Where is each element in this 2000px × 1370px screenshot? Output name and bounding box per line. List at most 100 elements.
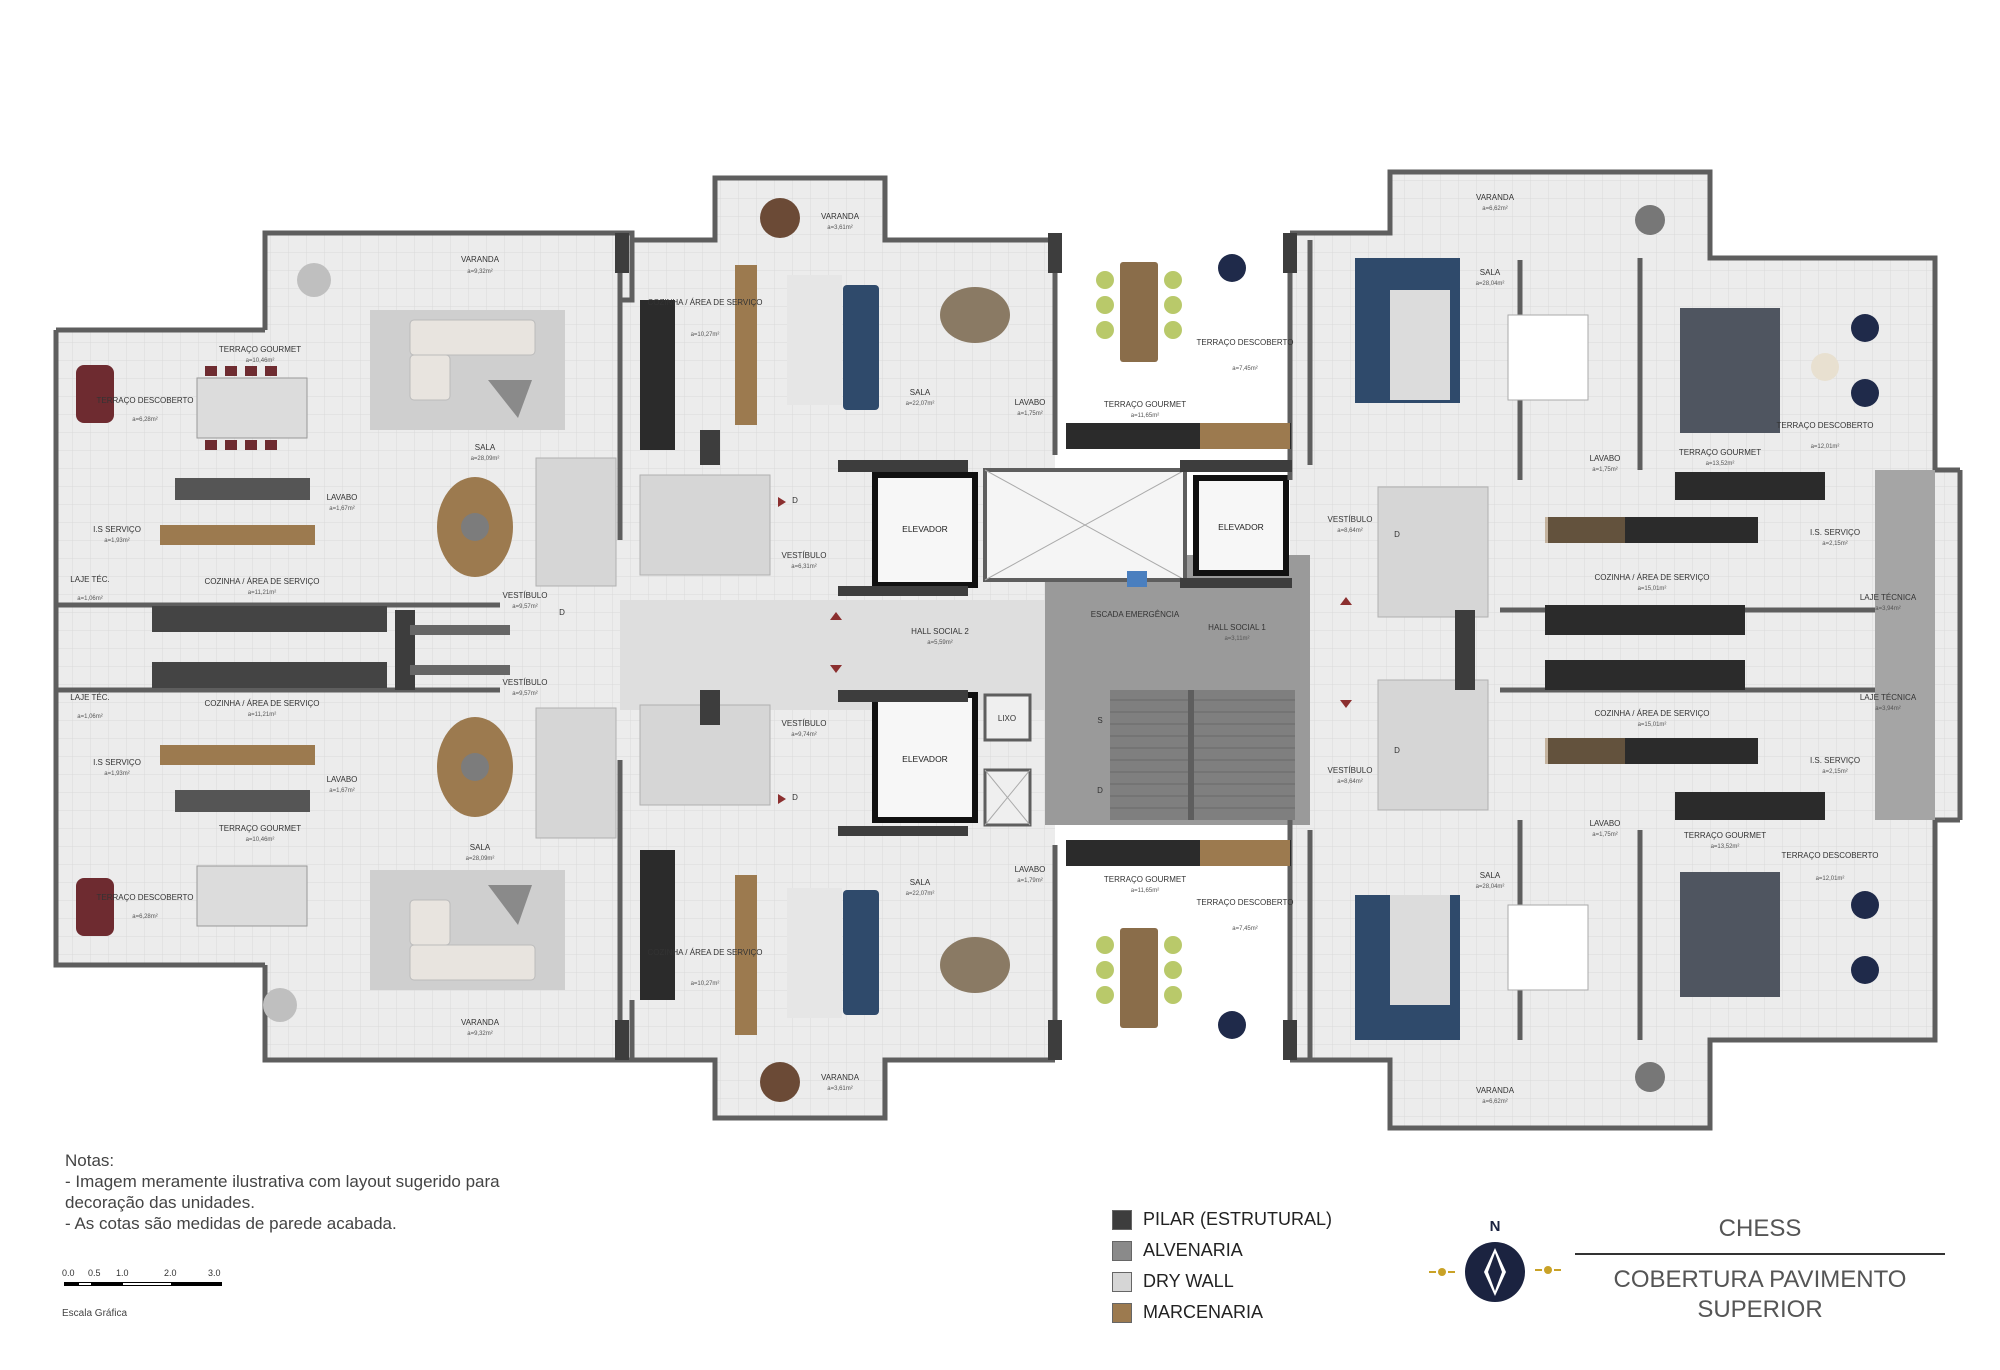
area-is-servico-a: a=1,93m² bbox=[104, 538, 130, 544]
area-cozinha-c2: a=15,01m² bbox=[1638, 722, 1667, 728]
scale-tick-3: 2.0 bbox=[164, 1268, 177, 1278]
label-varanda-b: VARANDA bbox=[821, 212, 860, 221]
label-sala-c2: SALA bbox=[1480, 871, 1501, 880]
legend-label-pilar: PILAR (ESTRUTURAL) bbox=[1143, 1209, 1333, 1229]
legend-item-drywall: DRY WALL bbox=[1112, 1266, 1332, 1297]
label-lavabo-c2: LAVABO bbox=[1590, 819, 1621, 828]
label-vestibulo-a: VESTÍBULO bbox=[503, 591, 548, 600]
door-arrows bbox=[778, 497, 1352, 804]
label-terraco-descoberto-a: TERRAÇO DESCOBERTO bbox=[96, 396, 193, 405]
project-name: CHESS bbox=[1718, 1215, 1802, 1242]
legend-swatch-alvenaria bbox=[1112, 1240, 1132, 1261]
label-escada: ESCADA EMERGÊNCIA bbox=[1091, 610, 1180, 619]
label-elevador-2: ELEVADOR bbox=[1218, 522, 1264, 532]
area-vestibulo-b2: a=9,74m² bbox=[791, 732, 817, 738]
label-varanda-a: VARANDA bbox=[461, 255, 500, 264]
sun-icon bbox=[1429, 1266, 1561, 1276]
label-terraco-gourmet-a: TERRAÇO GOURMET bbox=[219, 345, 301, 354]
label-hall-social-1: HALL SOCIAL 1 bbox=[1208, 623, 1266, 632]
area-varanda-a2: a=9,32m² bbox=[467, 1031, 493, 1037]
area-terraco-descoberto-a2: a=6,28m² bbox=[132, 914, 158, 920]
area-hall-social-1: a=3,11m² bbox=[1224, 636, 1249, 642]
scale-label: Escala Gráfica bbox=[62, 1308, 128, 1319]
area-vestibulo-a2: a=9,57m² bbox=[512, 691, 538, 697]
label-cozinha-b2: COZINHA / ÁREA DE SERVIÇO bbox=[648, 948, 763, 957]
label-terraco-gourmet-c2: TERRAÇO GOURMET bbox=[1684, 831, 1766, 840]
legend: PILAR (ESTRUTURAL) ALVENARIA DRY WALL MA… bbox=[1112, 1204, 1332, 1328]
scale-seg-2 bbox=[78, 1282, 92, 1286]
label-cozinha-c: COZINHA / ÁREA DE SERVIÇO bbox=[1595, 573, 1710, 582]
label-sala-b: SALA bbox=[910, 388, 931, 397]
area-sala-a: a=28,09m² bbox=[471, 456, 500, 462]
label-cozinha-c2: COZINHA / ÁREA DE SERVIÇO bbox=[1595, 709, 1710, 718]
graphic-scale: 0.0 0.5 1.0 2.0 3.0 Escala Gráfica bbox=[62, 1268, 232, 1319]
area-vestibulo-c: a=8,64m² bbox=[1337, 528, 1363, 534]
stair-down-2: D bbox=[792, 793, 798, 802]
label-hall-social-2: HALL SOCIAL 2 bbox=[911, 627, 969, 636]
stair-down-1: D bbox=[792, 496, 798, 505]
scale-seg-3 bbox=[92, 1282, 122, 1286]
legend-label-drywall: DRY WALL bbox=[1143, 1271, 1234, 1291]
label-varanda-b2: VARANDA bbox=[821, 1073, 860, 1082]
label-is-servico-a: I.S SERVIÇO bbox=[93, 525, 141, 534]
stair-down-3: D bbox=[1097, 786, 1103, 795]
label-sala-a2: SALA bbox=[470, 843, 491, 852]
area-terraco-gourmet-b2: a=11,65m² bbox=[1131, 888, 1159, 894]
area-terraco-descoberto-a: a=6,28m² bbox=[132, 417, 158, 423]
building-core bbox=[872, 468, 1310, 827]
area-sala-b2: a=22,07m² bbox=[906, 891, 935, 897]
stair-down-6: D bbox=[1394, 746, 1400, 755]
area-cozinha-c: a=15,01m² bbox=[1638, 586, 1667, 592]
legend-swatch-drywall bbox=[1112, 1271, 1132, 1292]
label-elevador-1: ELEVADOR bbox=[902, 524, 948, 534]
label-lavabo-b2: LAVABO bbox=[1015, 865, 1046, 874]
label-varanda-c2: VARANDA bbox=[1476, 1086, 1515, 1095]
scale-seg-4 bbox=[122, 1282, 172, 1286]
label-vestibulo-b2: VESTÍBULO bbox=[782, 719, 827, 728]
notes-heading: Notas: bbox=[65, 1151, 115, 1170]
area-laje-tec-a: a=1,06m² bbox=[77, 596, 103, 602]
label-terraco-descoberto-b: TERRAÇO DESCOBERTO bbox=[1196, 338, 1293, 347]
label-lavabo-b: LAVABO bbox=[1015, 398, 1046, 407]
area-lavabo-c: a=1,75m² bbox=[1592, 467, 1618, 473]
area-terraco-descoberto-b2: a=7,45m² bbox=[1232, 926, 1258, 932]
area-varanda-c: a=6,62m² bbox=[1482, 206, 1508, 212]
label-sala-b2: SALA bbox=[910, 878, 931, 887]
notes-block: Notas: - Imagem meramente ilustrativa co… bbox=[65, 1150, 500, 1234]
label-vestibulo-b: VESTÍBULO bbox=[782, 551, 827, 560]
scale-tick-2: 1.0 bbox=[116, 1268, 129, 1278]
label-terraco-gourmet-b2: TERRAÇO GOURMET bbox=[1104, 875, 1186, 884]
stair-down-5: D bbox=[1394, 530, 1400, 539]
area-vestibulo-c2: a=8,64m² bbox=[1337, 779, 1363, 785]
area-terraco-gourmet-a: a=10,46m² bbox=[246, 358, 275, 364]
legend-label-marcenaria: MARCENARIA bbox=[1143, 1302, 1264, 1322]
label-terraco-gourmet-c: TERRAÇO GOURMET bbox=[1679, 448, 1761, 457]
label-is-servico-a2: I.S SERVIÇO bbox=[93, 758, 141, 767]
area-is-servico-c2: a=2,15m² bbox=[1822, 769, 1848, 775]
north-arrow-icon: N bbox=[1429, 1218, 1561, 1302]
label-cozinha-a: COZINHA / ÁREA DE SERVIÇO bbox=[205, 577, 320, 586]
label-laje-tecnica-c2: LAJE TÉCNICA bbox=[1860, 693, 1917, 702]
label-vestibulo-c: VESTÍBULO bbox=[1328, 515, 1373, 524]
area-terraco-gourmet-a2: a=10,46m² bbox=[246, 837, 275, 843]
label-terraco-gourmet-a2: TERRAÇO GOURMET bbox=[219, 824, 301, 833]
area-sala-b: a=22,07m² bbox=[906, 401, 935, 407]
plan-title: COBERTURA PAVIMENTO SUPERIOR bbox=[1613, 1266, 1907, 1323]
label-lixo: LIXO bbox=[998, 714, 1016, 723]
north-label: N bbox=[1490, 1218, 1501, 1235]
area-varanda-c2: a=6,62m² bbox=[1482, 1099, 1508, 1105]
label-cozinha-a2: COZINHA / ÁREA DE SERVIÇO bbox=[205, 699, 320, 708]
area-hall-social-2: a=5,59m² bbox=[927, 640, 953, 646]
area-is-servico-c: a=2,15m² bbox=[1822, 541, 1848, 547]
area-sala-c: a=28,04m² bbox=[1476, 281, 1505, 287]
label-terraco-descoberto-a2: TERRAÇO DESCOBERTO bbox=[96, 893, 193, 902]
area-terraco-gourmet-c2: a=13,52m² bbox=[1711, 844, 1740, 850]
furniture-middle bbox=[640, 198, 1291, 1102]
label-is-servico-c2: I.S. SERVIÇO bbox=[1810, 756, 1860, 765]
label-vestibulo-c2: VESTÍBULO bbox=[1328, 766, 1373, 775]
label-lavabo-c: LAVABO bbox=[1590, 454, 1621, 463]
room-labels: VARANDA a=9,32m² TERRAÇO GOURMET a=10,46… bbox=[70, 193, 1917, 1105]
label-terraco-descoberto-b2: TERRAÇO DESCOBERTO bbox=[1196, 898, 1293, 907]
notes-line-1: - Imagem meramente ilustrativa com layou… bbox=[65, 1172, 500, 1191]
